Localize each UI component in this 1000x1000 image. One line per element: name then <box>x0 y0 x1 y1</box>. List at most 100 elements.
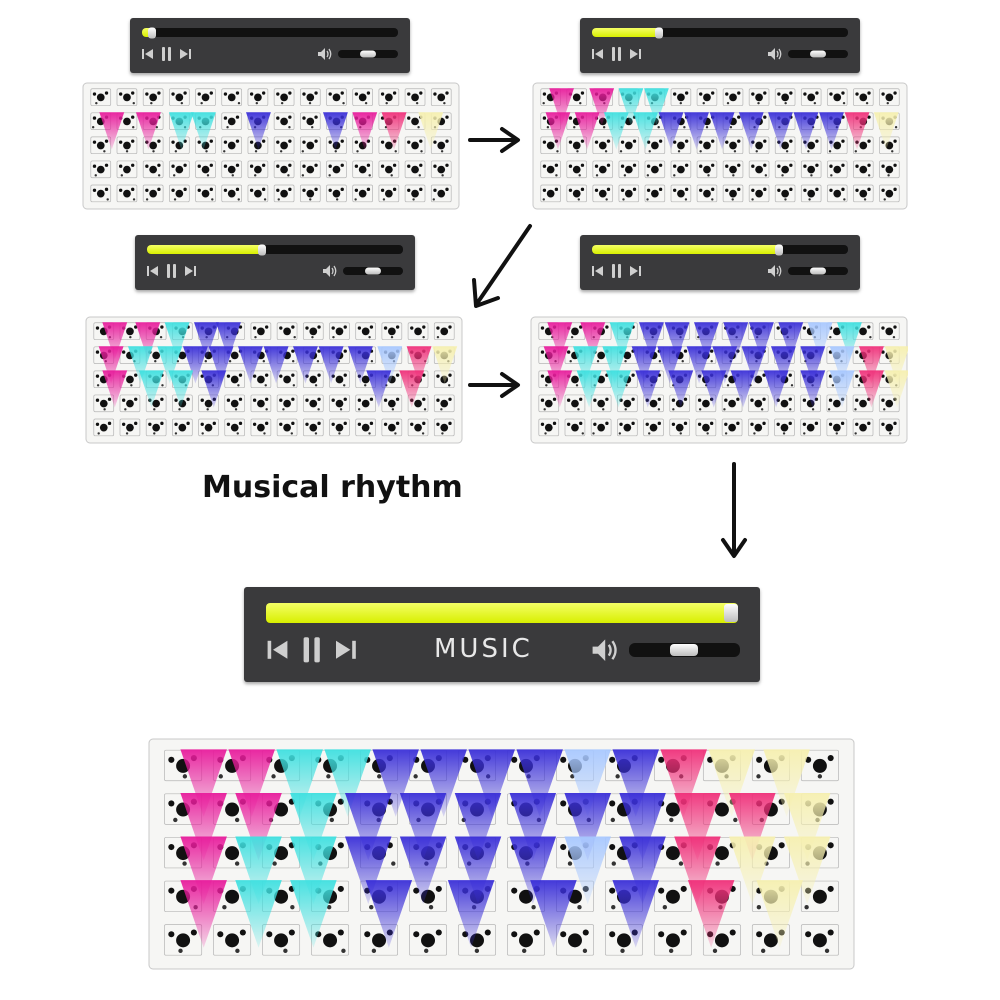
switch-pin <box>893 187 897 191</box>
progress-bar[interactable] <box>147 245 403 254</box>
pause-icon[interactable] <box>612 264 621 278</box>
switch-footprint <box>670 88 692 106</box>
switch-footprint <box>169 88 190 106</box>
switch-pin <box>552 397 557 401</box>
switch-hole <box>201 189 210 198</box>
switch-footprint <box>540 160 561 179</box>
switch-hole <box>96 141 105 150</box>
led-light-beam <box>644 88 669 126</box>
switch-pin <box>104 139 109 143</box>
led-light-beam <box>530 880 577 948</box>
skip-forward-icon[interactable] <box>336 640 356 659</box>
switch-pin <box>279 374 283 378</box>
switch-footprint <box>618 184 640 203</box>
arrow-icon <box>721 462 747 558</box>
skip-back-icon[interactable] <box>592 49 603 59</box>
switch-pin <box>200 422 204 426</box>
speaker-icon[interactable] <box>321 262 339 280</box>
switch-pin <box>302 164 306 168</box>
via-hole <box>206 174 210 177</box>
led-light-beam <box>290 836 337 905</box>
switch-hole <box>361 399 370 408</box>
via-hole <box>178 408 181 411</box>
switch-hole <box>152 351 160 360</box>
speaker-icon[interactable] <box>589 634 621 666</box>
switch-pin <box>445 163 449 167</box>
switch-pin <box>410 422 414 426</box>
switch-pin <box>445 91 449 95</box>
via-hole <box>277 198 280 201</box>
speaker-icon[interactable] <box>316 45 334 63</box>
switch-pin <box>568 188 573 192</box>
volume-handle[interactable] <box>670 644 699 656</box>
led-light-beam <box>756 880 804 948</box>
via-hole <box>368 174 371 177</box>
switch-pin <box>121 350 126 354</box>
skip-back-icon[interactable] <box>267 640 288 659</box>
pause-icon[interactable] <box>162 47 171 61</box>
progress-handle[interactable] <box>724 604 738 622</box>
switch-pin <box>763 187 767 191</box>
switch-pin <box>223 164 228 168</box>
switch-footprint <box>329 394 350 413</box>
led-light-beam <box>564 792 611 861</box>
switch-hole <box>729 141 737 150</box>
switch-pin <box>855 164 859 168</box>
switch-pin <box>893 91 897 95</box>
keyboard-pcb <box>148 738 855 970</box>
switch-pin <box>302 188 306 192</box>
via-hole <box>545 384 548 387</box>
switch-hole <box>388 423 396 432</box>
skip-back-icon[interactable] <box>592 266 603 276</box>
skip-forward-icon[interactable] <box>180 49 191 59</box>
skip-back-icon[interactable] <box>142 49 153 59</box>
via-hole <box>326 774 331 779</box>
switch-hole <box>306 165 315 174</box>
via-hole <box>371 948 377 954</box>
volume-handle[interactable] <box>810 50 826 58</box>
switch-footprint <box>695 394 717 413</box>
pause-icon[interactable] <box>303 637 320 663</box>
progress-bar[interactable] <box>592 245 848 254</box>
progress-handle[interactable] <box>148 27 157 38</box>
switch-hole <box>335 327 344 336</box>
volume-handle[interactable] <box>810 267 826 275</box>
switch-pin <box>328 164 332 168</box>
progress-bar[interactable] <box>142 28 398 37</box>
pause-icon[interactable] <box>167 264 176 278</box>
switch-hole <box>665 846 680 861</box>
switch-pin <box>560 756 567 763</box>
switch-pin <box>160 397 164 401</box>
switch-pin <box>802 398 807 402</box>
skip-forward-icon[interactable] <box>185 266 196 276</box>
skip-back-icon[interactable] <box>147 266 158 276</box>
switch-pin <box>383 398 388 402</box>
progress-handle[interactable] <box>654 27 663 38</box>
switch-footprint <box>433 418 455 437</box>
skip-forward-icon[interactable] <box>630 266 641 276</box>
switch-hole <box>372 933 387 948</box>
progress-fill <box>147 245 263 254</box>
skip-forward-icon[interactable] <box>630 49 641 59</box>
switch-pin <box>288 929 295 936</box>
speaker-icon[interactable] <box>766 45 784 63</box>
switch-hole <box>176 933 191 948</box>
progress-bar[interactable] <box>266 603 738 623</box>
switch-pin <box>867 115 871 119</box>
switch-footprint <box>774 136 796 155</box>
switch-footprint <box>116 184 138 203</box>
volume-handle[interactable] <box>365 267 381 275</box>
via-hole <box>412 198 415 201</box>
progress-handle[interactable] <box>258 244 267 255</box>
switch-pin <box>354 188 359 192</box>
pause-icon[interactable] <box>612 47 621 61</box>
progress-bar[interactable] <box>592 28 848 37</box>
volume-handle[interactable] <box>360 50 376 58</box>
switch-footprint <box>198 394 219 413</box>
speaker-icon[interactable] <box>766 262 784 280</box>
switch-pin <box>183 187 187 191</box>
switch-pin <box>605 397 609 401</box>
progress-handle[interactable] <box>774 244 783 255</box>
switch-pin <box>729 929 736 936</box>
led-light-beam <box>793 112 819 150</box>
